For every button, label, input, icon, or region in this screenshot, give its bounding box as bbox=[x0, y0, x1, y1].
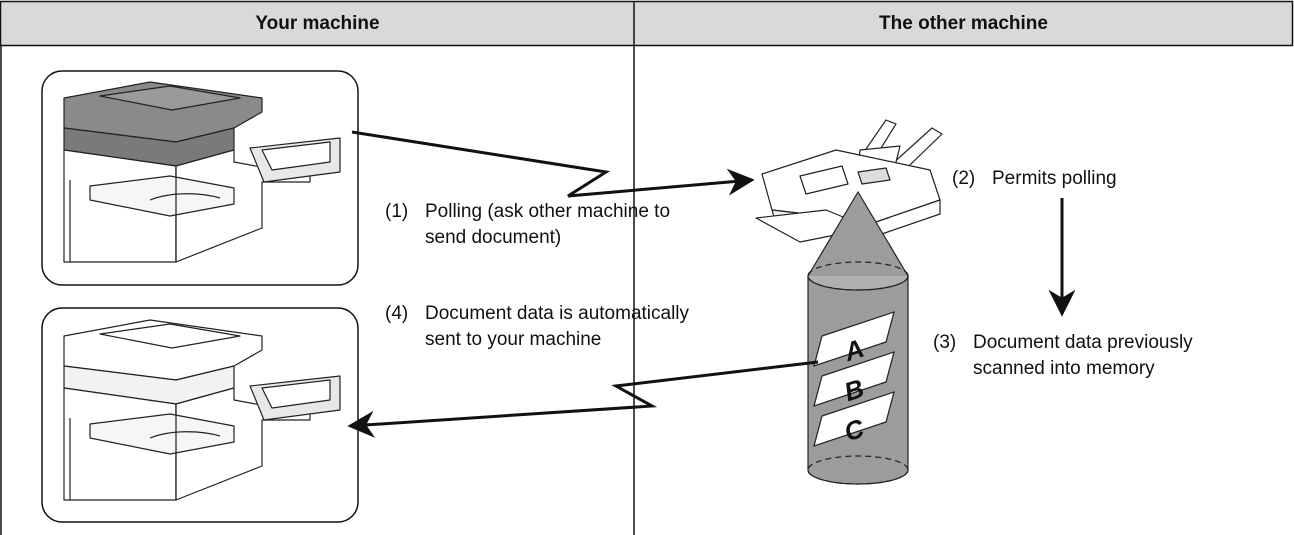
step-2-number: (2) bbox=[952, 168, 976, 189]
step-4-line-1: Document data is automatically bbox=[425, 303, 690, 324]
step-1-number: (1) bbox=[385, 201, 409, 222]
header-band bbox=[0, 0, 1294, 47]
step-2-line-1: Permits polling bbox=[992, 168, 1117, 189]
your-machine-bottom-illustration bbox=[63, 319, 341, 501]
step-1-line-2: send document) bbox=[425, 227, 562, 248]
other-machine-header: The other machine bbox=[879, 13, 1048, 34]
your-machine-header: Your machine bbox=[255, 13, 380, 34]
step-3-line-2: scanned into memory bbox=[973, 358, 1155, 379]
other-machine-fax-illustration bbox=[755, 119, 943, 243]
step-4-label: (4) Document data is automatically sent t… bbox=[385, 301, 689, 353]
document-transfer-arrow bbox=[347, 360, 819, 438]
memory-cylinder-illustration bbox=[807, 190, 909, 485]
step-2-label: (2) Permits polling bbox=[952, 166, 1117, 192]
step-3-number: (3) bbox=[933, 332, 957, 353]
step-3-label: (3) Document data previously scanned into… bbox=[933, 330, 1193, 382]
step-1-line-1: Polling (ask other machine to bbox=[425, 201, 671, 222]
step-4-number: (4) bbox=[385, 303, 409, 324]
your-machine-top-illustration bbox=[63, 81, 341, 263]
step-4-line-2: sent to your machine bbox=[425, 329, 602, 350]
step-3-line-1: Document data previously bbox=[973, 332, 1193, 353]
step-1-label: (1) Polling (ask other machine to send do… bbox=[385, 199, 670, 251]
polling-request-arrow bbox=[351, 130, 755, 198]
